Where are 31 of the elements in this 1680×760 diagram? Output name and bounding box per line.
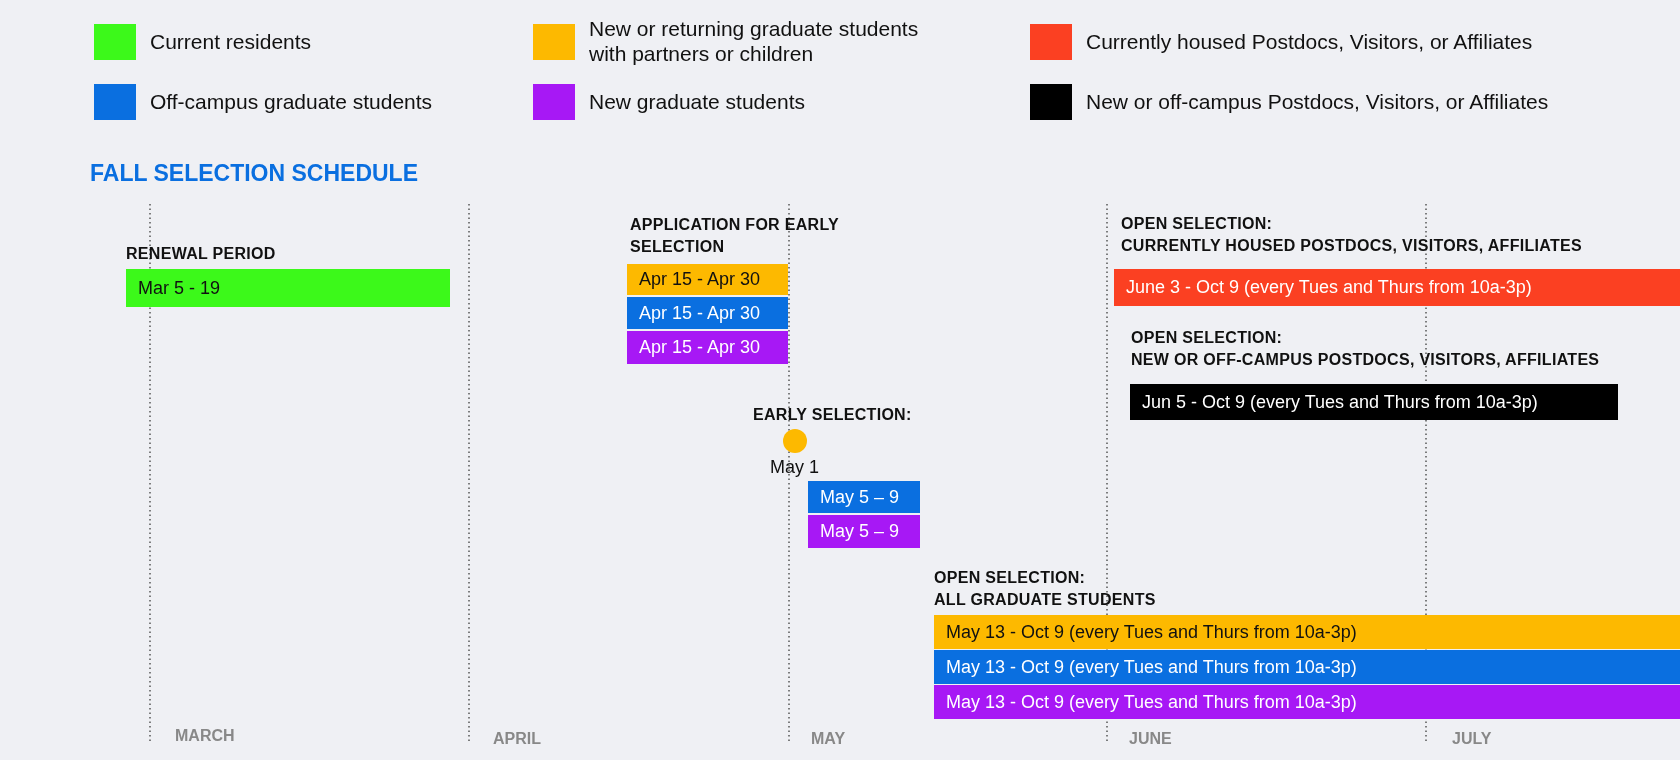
period-bar: June 3 - Oct 9 (every Tues and Thurs from 10a-3p) <box>1114 269 1680 306</box>
period-bar: Apr 15 - Apr 30 <box>627 264 788 295</box>
date-marker-dot <box>783 429 807 453</box>
period-bar: May 13 - Oct 9 (every Tues and Thurs from 10a-3p) <box>934 685 1680 719</box>
legend-label: Off-campus graduate students <box>150 89 433 114</box>
period-heading: RENEWAL PERIOD <box>126 244 276 264</box>
period-bar: May 13 - Oct 9 (every Tues and Thurs from 10a-3p) <box>934 650 1680 684</box>
month-label: MAY <box>811 730 846 748</box>
period-heading: APPLICATION FOR EARLY SELECTION <box>630 215 840 257</box>
legend-label: New or returning graduate students with partners or children <box>589 16 920 66</box>
month-label: JUNE <box>1129 730 1172 748</box>
period-bar: Jun 5 - Oct 9 (every Tues and Thurs from 10a-3p) <box>1130 384 1618 420</box>
legend-label: New or off-campus Postdocs, Visitors, or Affiliates <box>1086 89 1549 114</box>
chart-title: FALL SELECTION SCHEDULE <box>90 160 418 187</box>
legend-label: New graduate students <box>589 89 805 114</box>
month-label: MARCH <box>175 727 235 745</box>
month-label: APRIL <box>493 730 541 748</box>
period-heading: OPEN SELECTION: ALL GRADUATE STUDENTS <box>934 568 1156 610</box>
period-bar: Mar 5 - 19 <box>126 269 450 307</box>
period-bar: Apr 15 - Apr 30 <box>627 331 788 364</box>
period-heading: OPEN SELECTION: CURRENTLY HOUSED POSTDOCS, VISITORS, AFFILIATES <box>1121 214 1582 256</box>
month-label: JULY <box>1452 730 1492 748</box>
legend-label: Current residents <box>150 29 312 54</box>
period-bar: Apr 15 - Apr 30 <box>627 297 788 329</box>
period-heading: OPEN SELECTION: NEW OR OFF-CAMPUS POSTDOCS, VISITORS, AFFILIATES <box>1131 328 1600 370</box>
period-heading: EARLY SELECTION: <box>753 405 912 425</box>
period-bar: May 13 - Oct 9 (every Tues and Thurs from 10a-3p) <box>934 615 1680 649</box>
period-bar: May 5 – 9 <box>808 481 920 513</box>
date-label: May 1 <box>770 457 820 478</box>
legend-label: Currently housed Postdocs, Visitors, or Affiliates <box>1086 29 1533 54</box>
period-bar: May 5 – 9 <box>808 515 920 548</box>
